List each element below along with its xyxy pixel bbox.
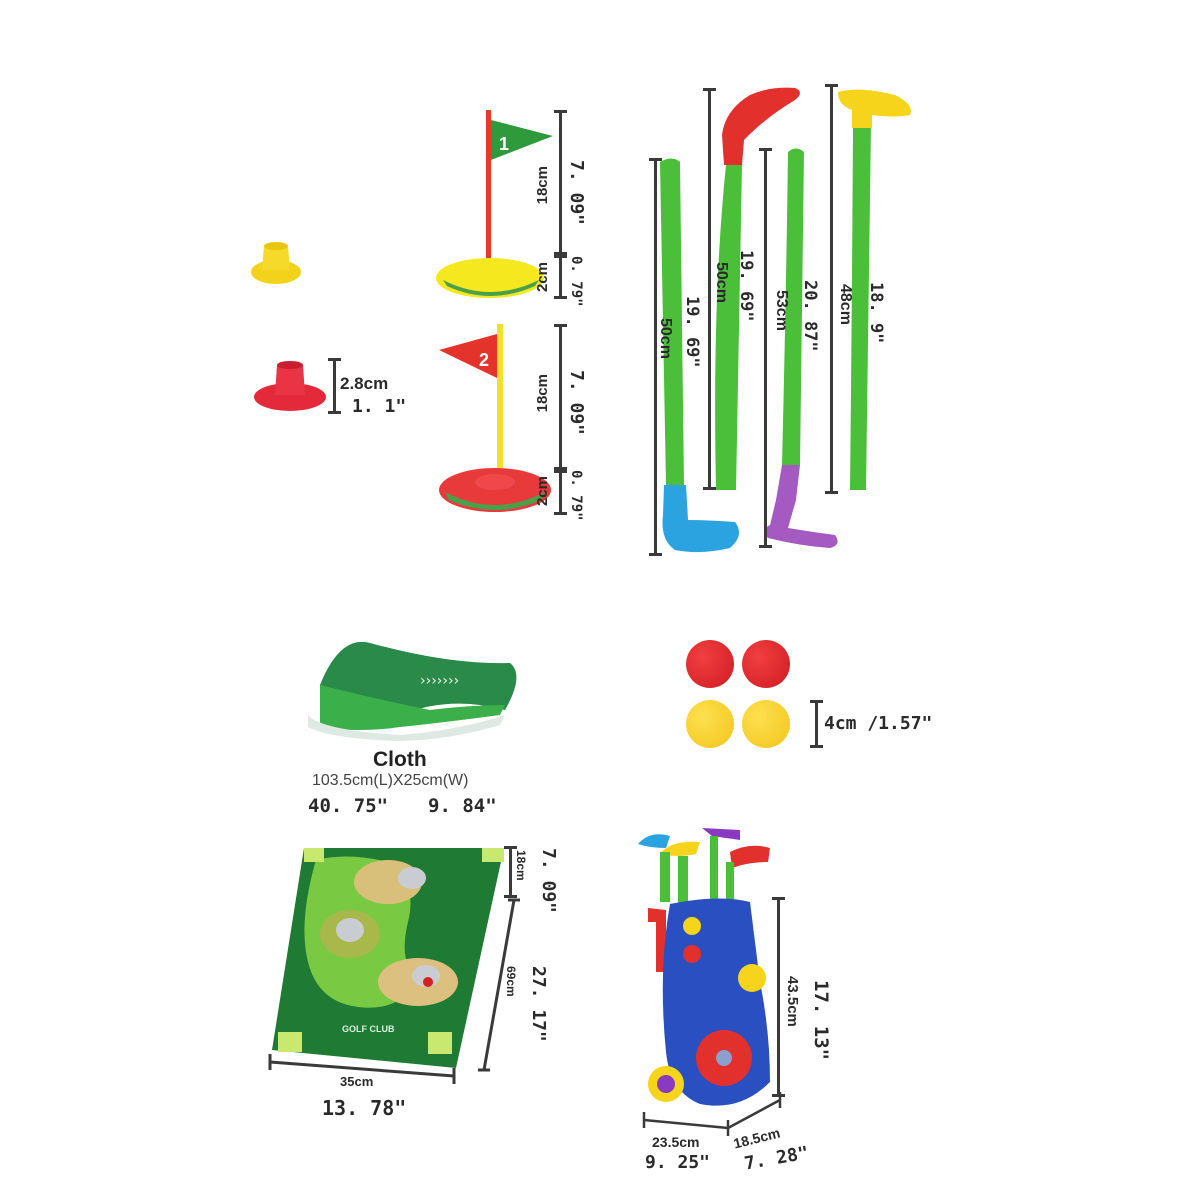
- cart-depth-in: 7. 28": [742, 1142, 811, 1175]
- tee-icon: [251, 242, 301, 284]
- mat-side-in: 27. 17": [528, 966, 549, 1042]
- svg-text:›››››››: ›››››››: [420, 673, 459, 689]
- flag-1-pole-bar: [554, 110, 567, 255]
- mat-width-cm: 35cm: [340, 1074, 374, 1089]
- mat-side-dimension-line: [478, 898, 520, 1072]
- tee-height-cm: 2.8cm: [340, 374, 389, 393]
- club-1-length-in: 19. 69": [682, 296, 702, 368]
- ball-yellow-2: [742, 700, 790, 748]
- club-3-length-cm: 53cm: [773, 290, 790, 331]
- club-4-length-cm: 48cm: [837, 284, 854, 325]
- golf-club-logo: GOLF CLUB: [342, 1024, 395, 1034]
- club-4-length-in: 18. 9": [866, 282, 886, 344]
- club-1-length-bar: [649, 158, 662, 556]
- cart-base-dimension-lines: [642, 1092, 782, 1136]
- cloth-width-in: 9. 84": [428, 795, 497, 817]
- ball-red-2: [742, 640, 790, 688]
- ball-diameter: 4cm /1.57": [824, 713, 933, 734]
- cloth-length-in: 40. 75": [308, 795, 389, 817]
- red-tee: [253, 355, 327, 413]
- cloth-mat-illustration: ›››››››: [308, 641, 517, 741]
- svg-text:2: 2: [479, 350, 489, 370]
- cart-height-cm: 43.5cm: [784, 976, 801, 1027]
- mat-top-bar: [504, 846, 517, 898]
- ball-yellow-1: [686, 700, 734, 748]
- mat-top-in: 7. 09": [538, 848, 559, 914]
- flag-1: 1: [435, 108, 555, 300]
- club-4-length-bar: [825, 84, 838, 494]
- ball-red-1: [686, 640, 734, 688]
- tee-height-in: 1. 1": [352, 396, 407, 417]
- ball-diameter-bar: [810, 700, 823, 748]
- svg-text:1: 1: [499, 134, 509, 154]
- mat-width-in: 13. 78": [322, 1096, 407, 1120]
- club-3-length-bar: [759, 148, 772, 548]
- club-2-length-cm: 50cm: [713, 262, 730, 303]
- cart-width-cm: 23.5cm: [652, 1134, 700, 1150]
- flag-2: 2: [435, 322, 555, 518]
- flag-2-base-in: 0. 79": [568, 470, 584, 521]
- mat-top-cm: 18cm: [514, 850, 528, 881]
- cart-height-bar: [772, 897, 785, 1097]
- flag-1-base-bar: [554, 255, 567, 299]
- flag-pole-icon: 1: [436, 110, 553, 298]
- flag-1-pole-in: 7. 09": [566, 160, 587, 226]
- tee-icon: [254, 361, 326, 411]
- golf-clubs-illustration: [660, 87, 911, 553]
- cart-height-in: 17. 13": [810, 980, 832, 1061]
- club-2-length-in: 19. 69": [736, 250, 756, 322]
- putting-mat-illustration: [272, 848, 504, 1068]
- club-2-length-bar: [703, 88, 716, 490]
- tee-height-bar: [328, 358, 341, 414]
- club-3-length-in: 20. 87": [800, 280, 820, 352]
- cart-width-in: 9. 25": [645, 1152, 711, 1173]
- flag-2-base-bar: [554, 470, 567, 515]
- flag-pole-icon: 2: [439, 324, 551, 512]
- flag-2-pole-in: 7. 09": [566, 370, 587, 436]
- cloth-dimensions-cm: 103.5cm(L)X25cm(W): [312, 772, 469, 789]
- golf-cart-illustration: [638, 828, 770, 1106]
- cloth-title: Cloth: [373, 748, 427, 771]
- club-1-length-cm: 50cm: [657, 318, 674, 359]
- flag-1-base-in: 0. 79": [568, 256, 584, 307]
- flag-2-pole-bar: [554, 324, 567, 470]
- yellow-tee: [250, 236, 302, 286]
- mat-width-dimension-line: [268, 1054, 456, 1084]
- mat-side-cm: 69cm: [504, 966, 518, 997]
